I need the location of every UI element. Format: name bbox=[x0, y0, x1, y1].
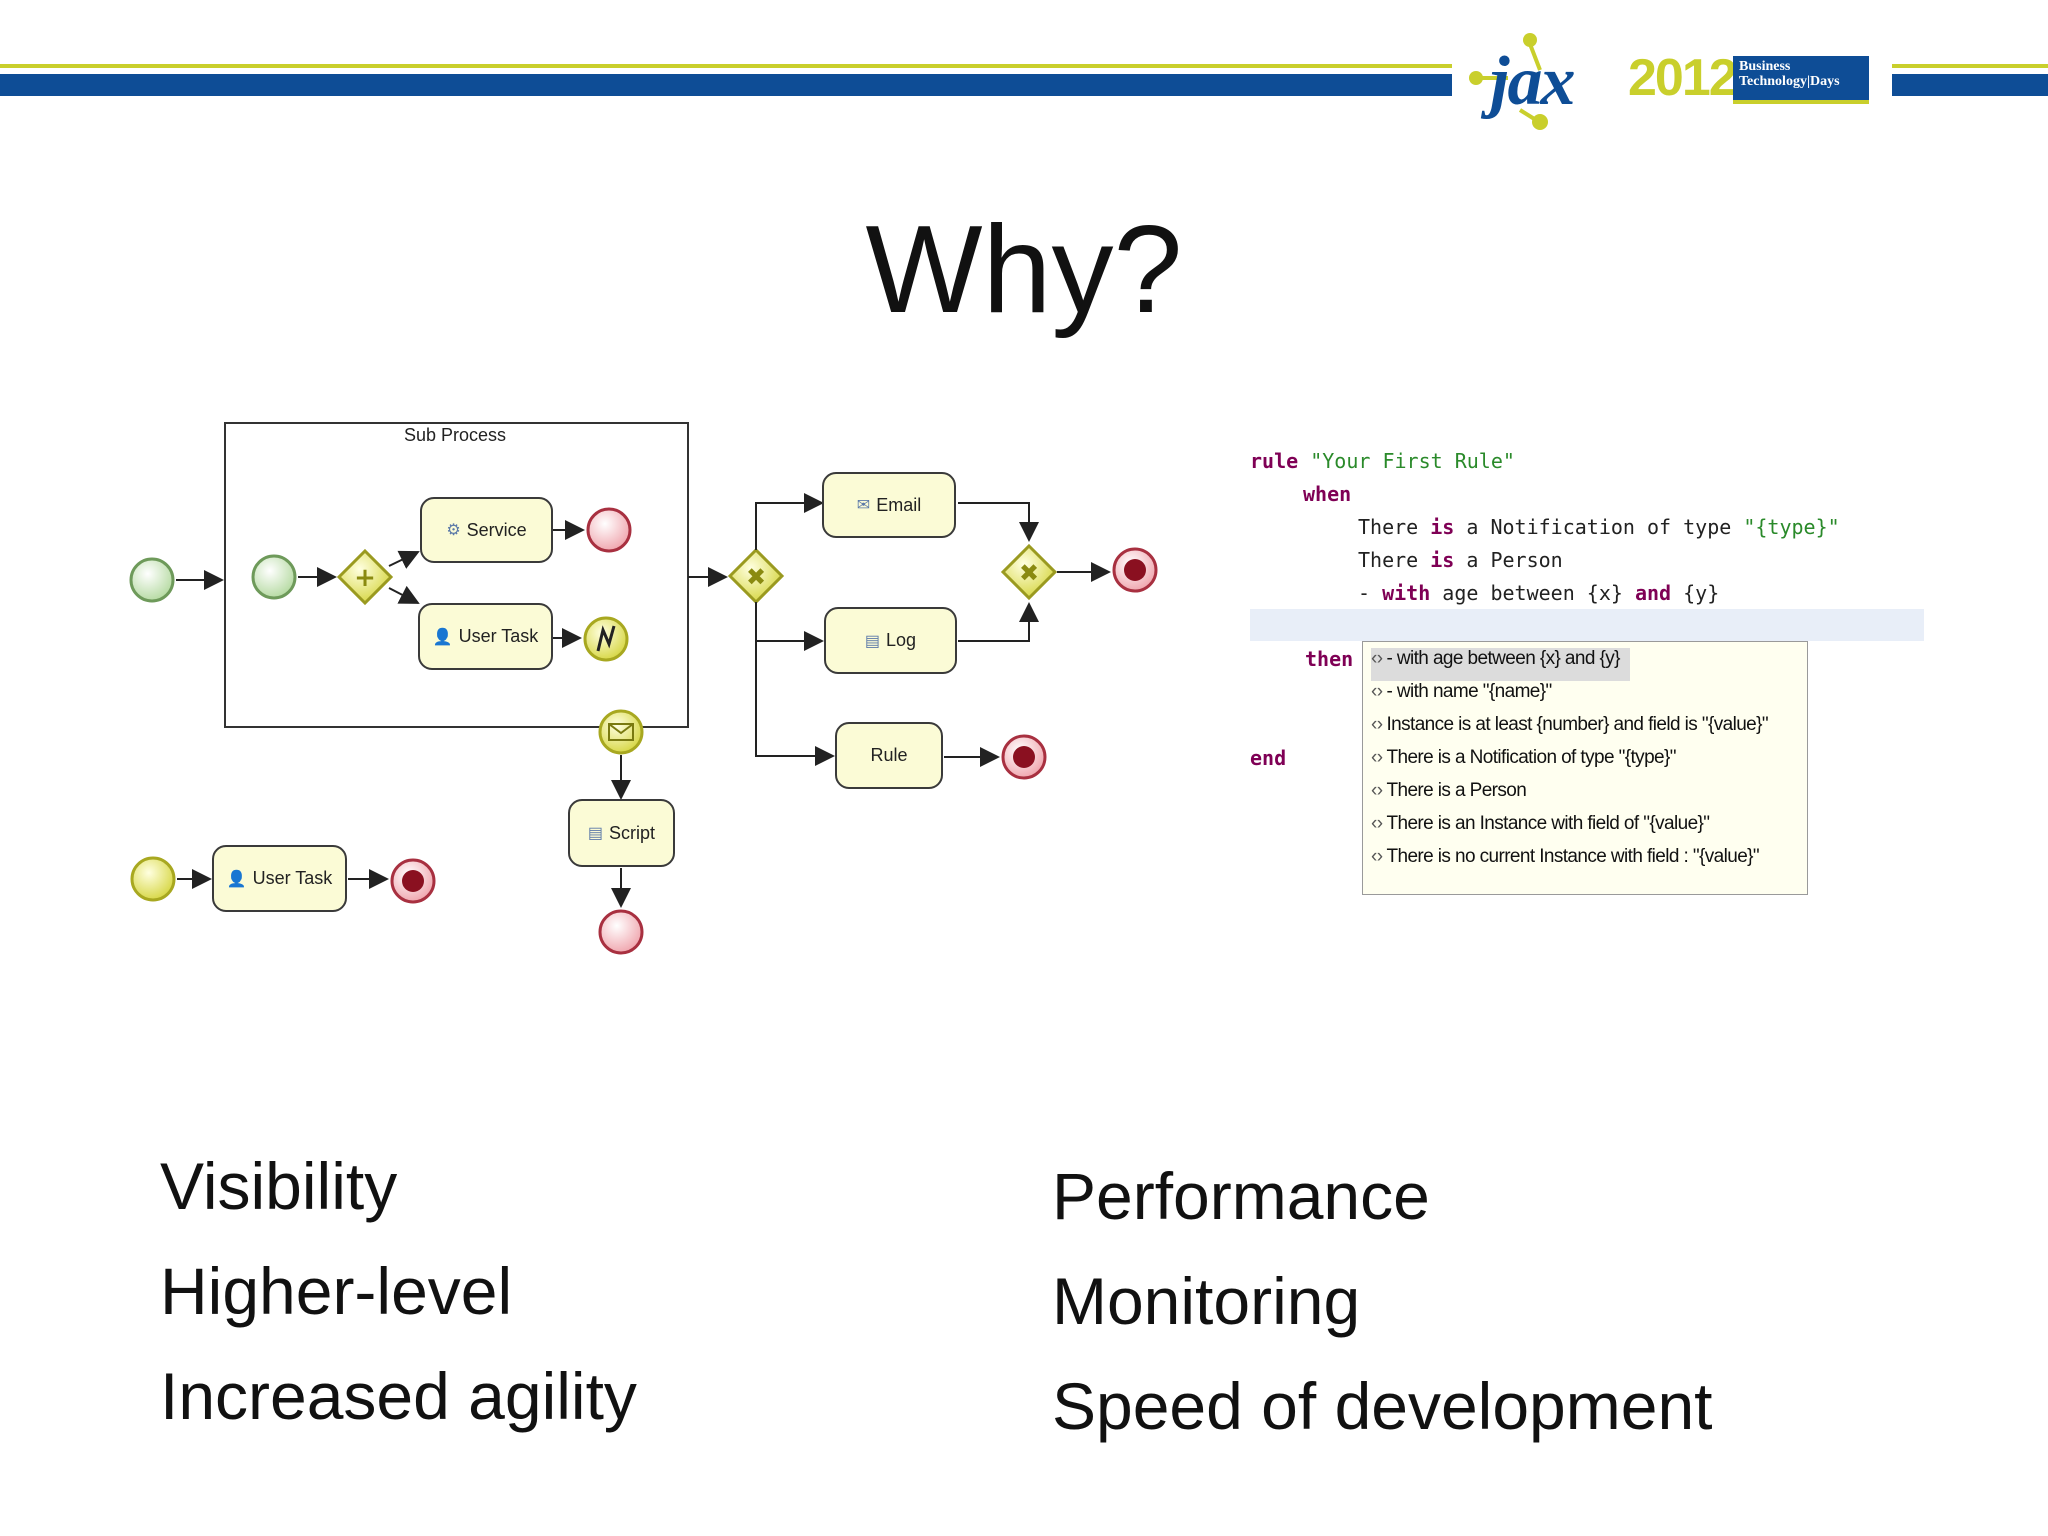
code-brackets-icon: ‹› bbox=[1371, 846, 1383, 867]
autocomplete-item[interactable]: ‹›- with name "{name}" bbox=[1371, 681, 1552, 702]
autocomplete-item[interactable]: ‹›There is no current Instance with fiel… bbox=[1371, 846, 1760, 867]
autocomplete-item[interactable]: ‹›There is a Notification of type "{type… bbox=[1371, 747, 1677, 768]
user-task[interactable]: 👤 User Task bbox=[418, 603, 553, 670]
rule-task-label: Rule bbox=[870, 745, 908, 765]
bullet-speed-of-development: Speed of development bbox=[1052, 1369, 1713, 1443]
signal-start-event-icon bbox=[130, 856, 176, 902]
svg-text:+: + bbox=[354, 563, 376, 593]
email-task[interactable]: ✉ Email bbox=[822, 472, 956, 538]
code-brackets-icon: ‹› bbox=[1371, 648, 1383, 669]
code-brackets-icon: ‹› bbox=[1371, 681, 1383, 702]
gear-icon: ⚙ bbox=[446, 522, 461, 539]
user-icon: 👤 bbox=[432, 628, 453, 646]
script-task[interactable]: ▤ Script bbox=[568, 799, 675, 867]
service-task[interactable]: ⚙ Service bbox=[420, 497, 553, 563]
autocomplete-item[interactable]: ‹›- with age between {x} and {y} bbox=[1371, 648, 1630, 681]
script-end-event-icon bbox=[598, 909, 644, 955]
logo-badge-line1: Business bbox=[1739, 59, 1791, 74]
logo-molecule-icon bbox=[1469, 33, 1548, 130]
code-line-when: when bbox=[1303, 478, 1351, 511]
email-icon: ✉ bbox=[856, 497, 871, 514]
code-brackets-icon: ‹› bbox=[1371, 747, 1383, 768]
bullet-increased-agility: Increased agility bbox=[160, 1359, 637, 1433]
code-brackets-icon: ‹› bbox=[1371, 780, 1383, 801]
code-brackets-icon: ‹› bbox=[1371, 813, 1383, 834]
code-line-end: end bbox=[1250, 742, 1286, 775]
autocomplete-item[interactable]: ‹›Instance is at least {number} and fiel… bbox=[1371, 714, 1769, 735]
email-task-label: Email bbox=[876, 494, 922, 515]
script-task-label: Script bbox=[609, 822, 656, 843]
code-line-5: - with age between {x} and {y} bbox=[1358, 581, 1720, 605]
then-keyword: then bbox=[1305, 647, 1354, 671]
logo-year-text: 2012 bbox=[1628, 49, 1738, 107]
bullet-visibility: Visibility bbox=[160, 1149, 398, 1223]
current-line-highlight bbox=[1250, 609, 1924, 641]
user-task-2[interactable]: 👤 User Task bbox=[212, 845, 347, 912]
user-task-label: User Task bbox=[458, 626, 539, 646]
logo-badge-underline bbox=[1733, 100, 1869, 104]
service-task-label: Service bbox=[466, 519, 527, 540]
autocomplete-item[interactable]: ‹›There is an Instance with field of "{v… bbox=[1371, 813, 1710, 834]
rule-name: "Your First Rule" bbox=[1298, 449, 1515, 473]
code-brackets-icon: ‹› bbox=[1371, 714, 1383, 735]
document-icon: ▤ bbox=[864, 632, 881, 650]
end-keyword: end bbox=[1250, 746, 1287, 770]
logo-badge: Business Technology|Days bbox=[1733, 56, 1869, 100]
autocomplete-item[interactable]: ‹›There is a Person bbox=[1371, 780, 1527, 801]
svg-text:✖: ✖ bbox=[746, 563, 766, 591]
user-task-2-label: User Task bbox=[252, 868, 333, 888]
header-accent-line bbox=[0, 64, 2048, 68]
rule-keyword: rule bbox=[1250, 449, 1299, 473]
end-event-icon bbox=[586, 507, 632, 553]
subprocess-label: Sub Process bbox=[404, 425, 507, 445]
subprocess-box bbox=[224, 422, 689, 728]
code-line-1: rule "Your First Rule" bbox=[1250, 445, 1515, 478]
bullet-higher-level: Higher-level bbox=[160, 1254, 513, 1328]
logo-badge-line2: Technology|Days bbox=[1739, 74, 1840, 89]
rule-task[interactable]: Rule bbox=[835, 722, 943, 789]
user-icon: 👤 bbox=[226, 870, 247, 888]
bullet-monitoring: Monitoring bbox=[1052, 1264, 1361, 1338]
sequence-flows bbox=[176, 493, 1111, 908]
start-event-icon bbox=[129, 557, 175, 603]
subprocess-start-event-icon bbox=[251, 554, 297, 600]
autocomplete-popup[interactable]: ‹›- with age between {x} and {y} ‹›- wit… bbox=[1362, 641, 1808, 895]
when-keyword: when bbox=[1303, 482, 1352, 506]
bullet-performance: Performance bbox=[1052, 1159, 1430, 1233]
code-line-3: There is a Notification of type "{type}" bbox=[1358, 515, 1840, 539]
code-line-4: There is a Person bbox=[1358, 548, 1563, 572]
log-task[interactable]: ▤ Log bbox=[824, 607, 957, 674]
script-icon: ▤ bbox=[587, 825, 604, 842]
log-task-label: Log bbox=[886, 630, 917, 650]
logo-jax-text: jax bbox=[1490, 43, 1575, 120]
svg-text:✖: ✖ bbox=[1019, 559, 1039, 587]
parallel-gateway-icon bbox=[336, 548, 394, 606]
join-gateway-icon bbox=[1000, 543, 1058, 601]
slide-title: Why? bbox=[865, 201, 1183, 339]
code-line-then: then bbox=[1305, 643, 1353, 676]
